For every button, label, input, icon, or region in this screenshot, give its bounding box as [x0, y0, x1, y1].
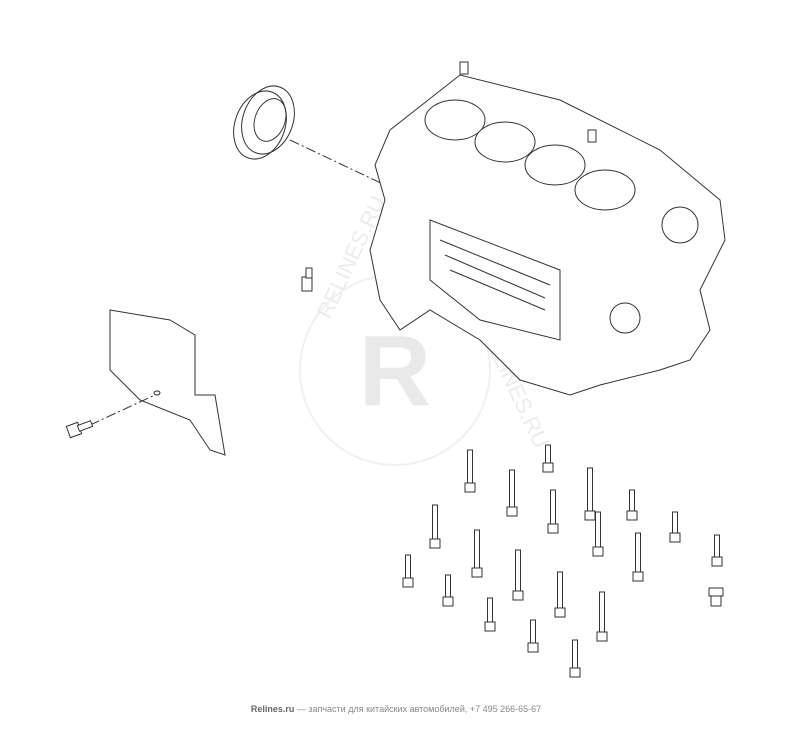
- bolt[interactable]: [711, 534, 723, 567]
- bolt[interactable]: [584, 467, 596, 521]
- bolt[interactable]: [442, 574, 454, 607]
- bolt[interactable]: [669, 511, 681, 543]
- bolt[interactable]: [464, 449, 476, 493]
- plug-bolt[interactable]: [301, 267, 313, 292]
- bolt[interactable]: [471, 529, 483, 578]
- watermark-letter: R: [359, 315, 431, 427]
- footer: Relines.ru — запчасти для китайских авто…: [0, 704, 792, 714]
- bolt[interactable]: [547, 489, 559, 534]
- bolt[interactable]: [527, 619, 539, 653]
- timing-cover[interactable]: [89, 309, 226, 456]
- head-bolts: [402, 444, 723, 678]
- cover-bolt[interactable]: [65, 420, 94, 439]
- bolt[interactable]: [632, 532, 644, 582]
- bolt[interactable]: [554, 571, 566, 618]
- bolt[interactable]: [484, 597, 496, 632]
- footer-text: — запчасти для китайских автомобилей, +7…: [296, 704, 542, 714]
- bolt[interactable]: [569, 639, 581, 678]
- engine-block-parts-diagram: R RELINES.RU RELINES.RU: [65, 61, 726, 678]
- bolt[interactable]: [512, 549, 524, 601]
- bolt[interactable]: [506, 469, 518, 517]
- bolt[interactable]: [592, 511, 604, 557]
- bolt[interactable]: [542, 444, 554, 473]
- bolt[interactable]: [596, 591, 608, 642]
- bolt[interactable]: [402, 554, 414, 588]
- bolt[interactable]: [429, 504, 441, 549]
- cylinder-block[interactable]: [369, 61, 726, 396]
- bolt[interactable]: [626, 489, 638, 521]
- threaded-plug[interactable]: [708, 587, 724, 607]
- footer-brand[interactable]: Relines.ru: [250, 704, 295, 714]
- crankshaft-oil-seal[interactable]: [225, 79, 386, 186]
